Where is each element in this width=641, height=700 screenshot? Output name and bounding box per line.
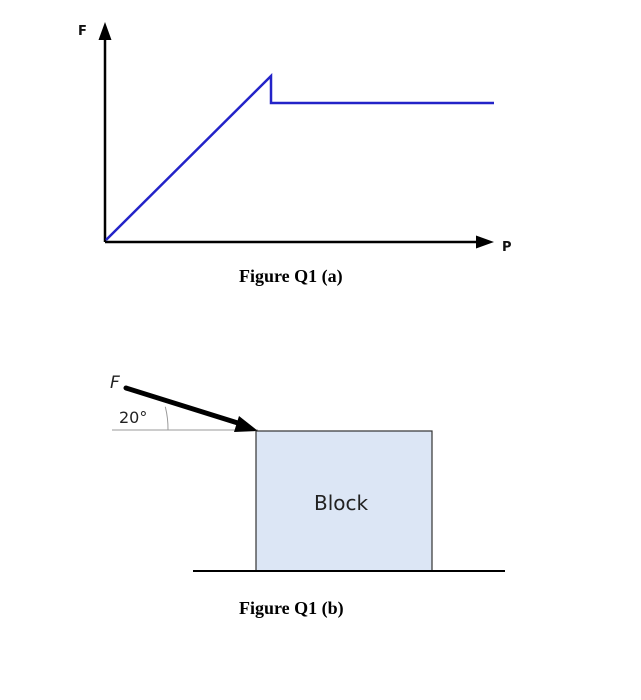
figure-b: 20° F Block Figure Q1 (b) [110,373,505,619]
force-arrow-head [234,416,258,432]
figure-a: F P Figure Q1 (a) [78,22,512,287]
force-label: F [110,373,120,393]
y-axis-arrowhead [98,22,112,40]
force-arrow-shaft [123,385,244,427]
x-axis-label: P [502,240,512,255]
friction-curve [105,72,494,241]
angle-arc [164,406,169,431]
figure-a-caption: Figure Q1 (a) [239,266,343,287]
x-axis-arrowhead [476,235,494,249]
block-label: Block [314,491,369,515]
angle-label: 20° [119,408,147,427]
block [255,430,433,572]
figure-b-caption: Figure Q1 (b) [239,598,344,619]
y-axis-label: F [78,24,87,39]
